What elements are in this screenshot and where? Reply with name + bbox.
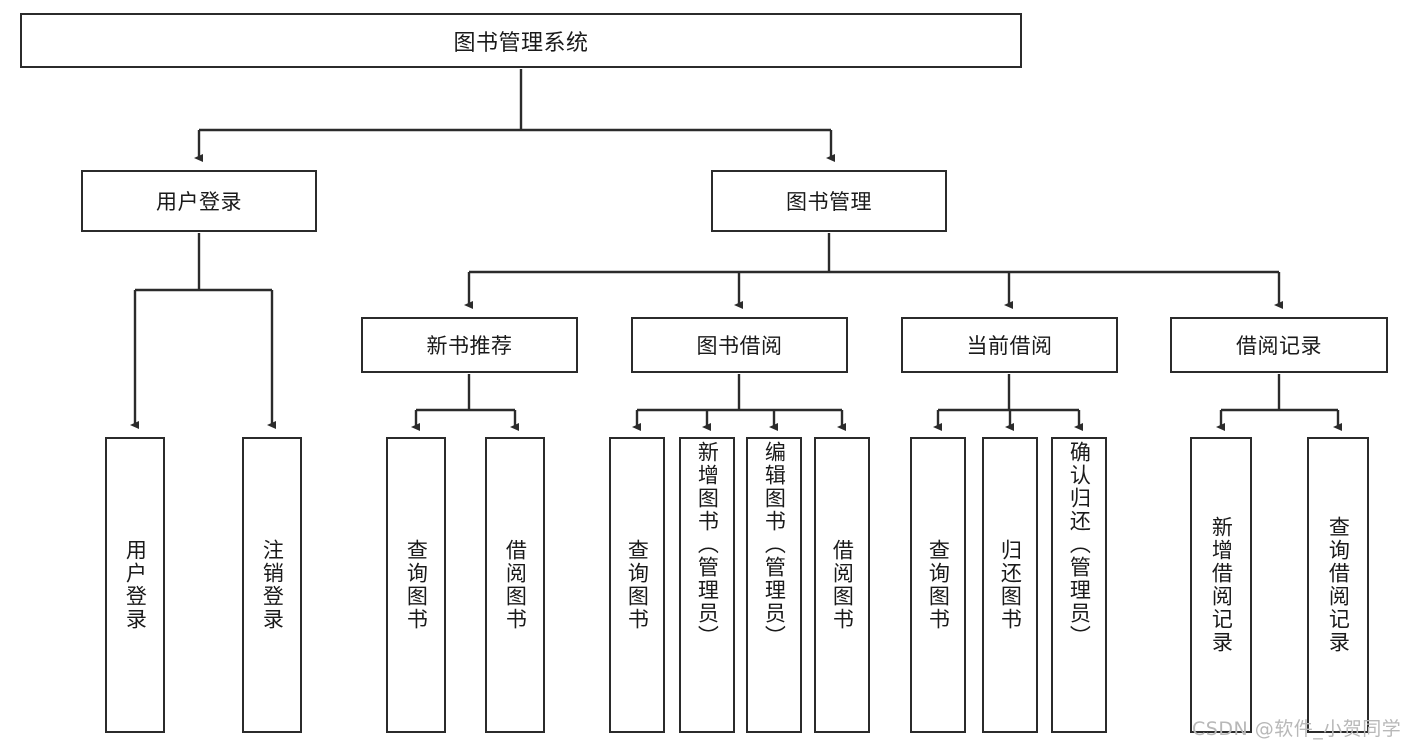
node-leaf-add-book[interactable]: 新增图书（管理员）	[679, 437, 735, 733]
node-leaf-query-record-label: 查询借阅记录	[1326, 516, 1351, 654]
node-book-borrow[interactable]: 图书借阅	[631, 317, 848, 373]
node-leaf-query-record[interactable]: 查询借阅记录	[1307, 437, 1369, 733]
node-book-borrow-label: 图书借阅	[696, 334, 783, 358]
node-leaf-add-record-label: 新增借阅记录	[1209, 516, 1234, 654]
node-book-manage-label: 图书管理	[786, 190, 872, 214]
node-root[interactable]: 图书管理系统	[20, 13, 1022, 68]
node-borrow-record-label: 借阅记录	[1236, 334, 1322, 358]
node-leaf-add-record[interactable]: 新增借阅记录	[1190, 437, 1252, 733]
node-new-book-rec[interactable]: 新书推荐	[361, 317, 578, 373]
node-leaf-query-book-1-label: 查询图书	[404, 539, 429, 631]
node-leaf-borrow-book-2-label: 借阅图书	[830, 539, 855, 631]
node-leaf-query-book-2-label: 查询图书	[625, 539, 650, 631]
node-leaf-borrow-book-2[interactable]: 借阅图书	[814, 437, 870, 733]
csdn-watermark: CSDN @软件_小贺同学	[1192, 718, 1402, 740]
node-leaf-query-book-3-label: 查询图书	[926, 539, 951, 631]
node-current-borrow-label: 当前借阅	[966, 334, 1053, 358]
node-leaf-return-book[interactable]: 归还图书	[982, 437, 1038, 733]
node-leaf-add-book-label: 新增图书（管理员）	[695, 441, 720, 648]
node-leaf-borrow-book-1[interactable]: 借阅图书	[485, 437, 545, 733]
node-leaf-edit-book-label: 编辑图书（管理员）	[762, 441, 787, 648]
node-leaf-confirm-return-label: 确认归还（管理员）	[1067, 441, 1092, 648]
node-book-manage[interactable]: 图书管理	[711, 170, 947, 232]
node-leaf-user-logout[interactable]: 注销登录	[242, 437, 302, 733]
node-leaf-user-login-label: 用户登录	[123, 539, 148, 631]
node-leaf-borrow-book-1-label: 借阅图书	[503, 539, 528, 631]
node-leaf-user-login[interactable]: 用户登录	[105, 437, 165, 733]
node-leaf-return-book-label: 归还图书	[998, 539, 1023, 631]
node-new-book-rec-label: 新书推荐	[426, 334, 513, 358]
node-leaf-query-book-3[interactable]: 查询图书	[910, 437, 966, 733]
node-leaf-edit-book[interactable]: 编辑图书（管理员）	[746, 437, 802, 733]
node-root-label: 图书管理系统	[453, 30, 589, 56]
node-leaf-user-logout-label: 注销登录	[260, 539, 285, 631]
node-user-login[interactable]: 用户登录	[81, 170, 317, 232]
node-leaf-query-book-2[interactable]: 查询图书	[609, 437, 665, 733]
node-user-login-label: 用户登录	[156, 190, 242, 214]
node-leaf-query-book-1[interactable]: 查询图书	[386, 437, 446, 733]
node-borrow-record[interactable]: 借阅记录	[1170, 317, 1388, 373]
node-leaf-confirm-return[interactable]: 确认归还（管理员）	[1051, 437, 1107, 733]
node-current-borrow[interactable]: 当前借阅	[901, 317, 1118, 373]
